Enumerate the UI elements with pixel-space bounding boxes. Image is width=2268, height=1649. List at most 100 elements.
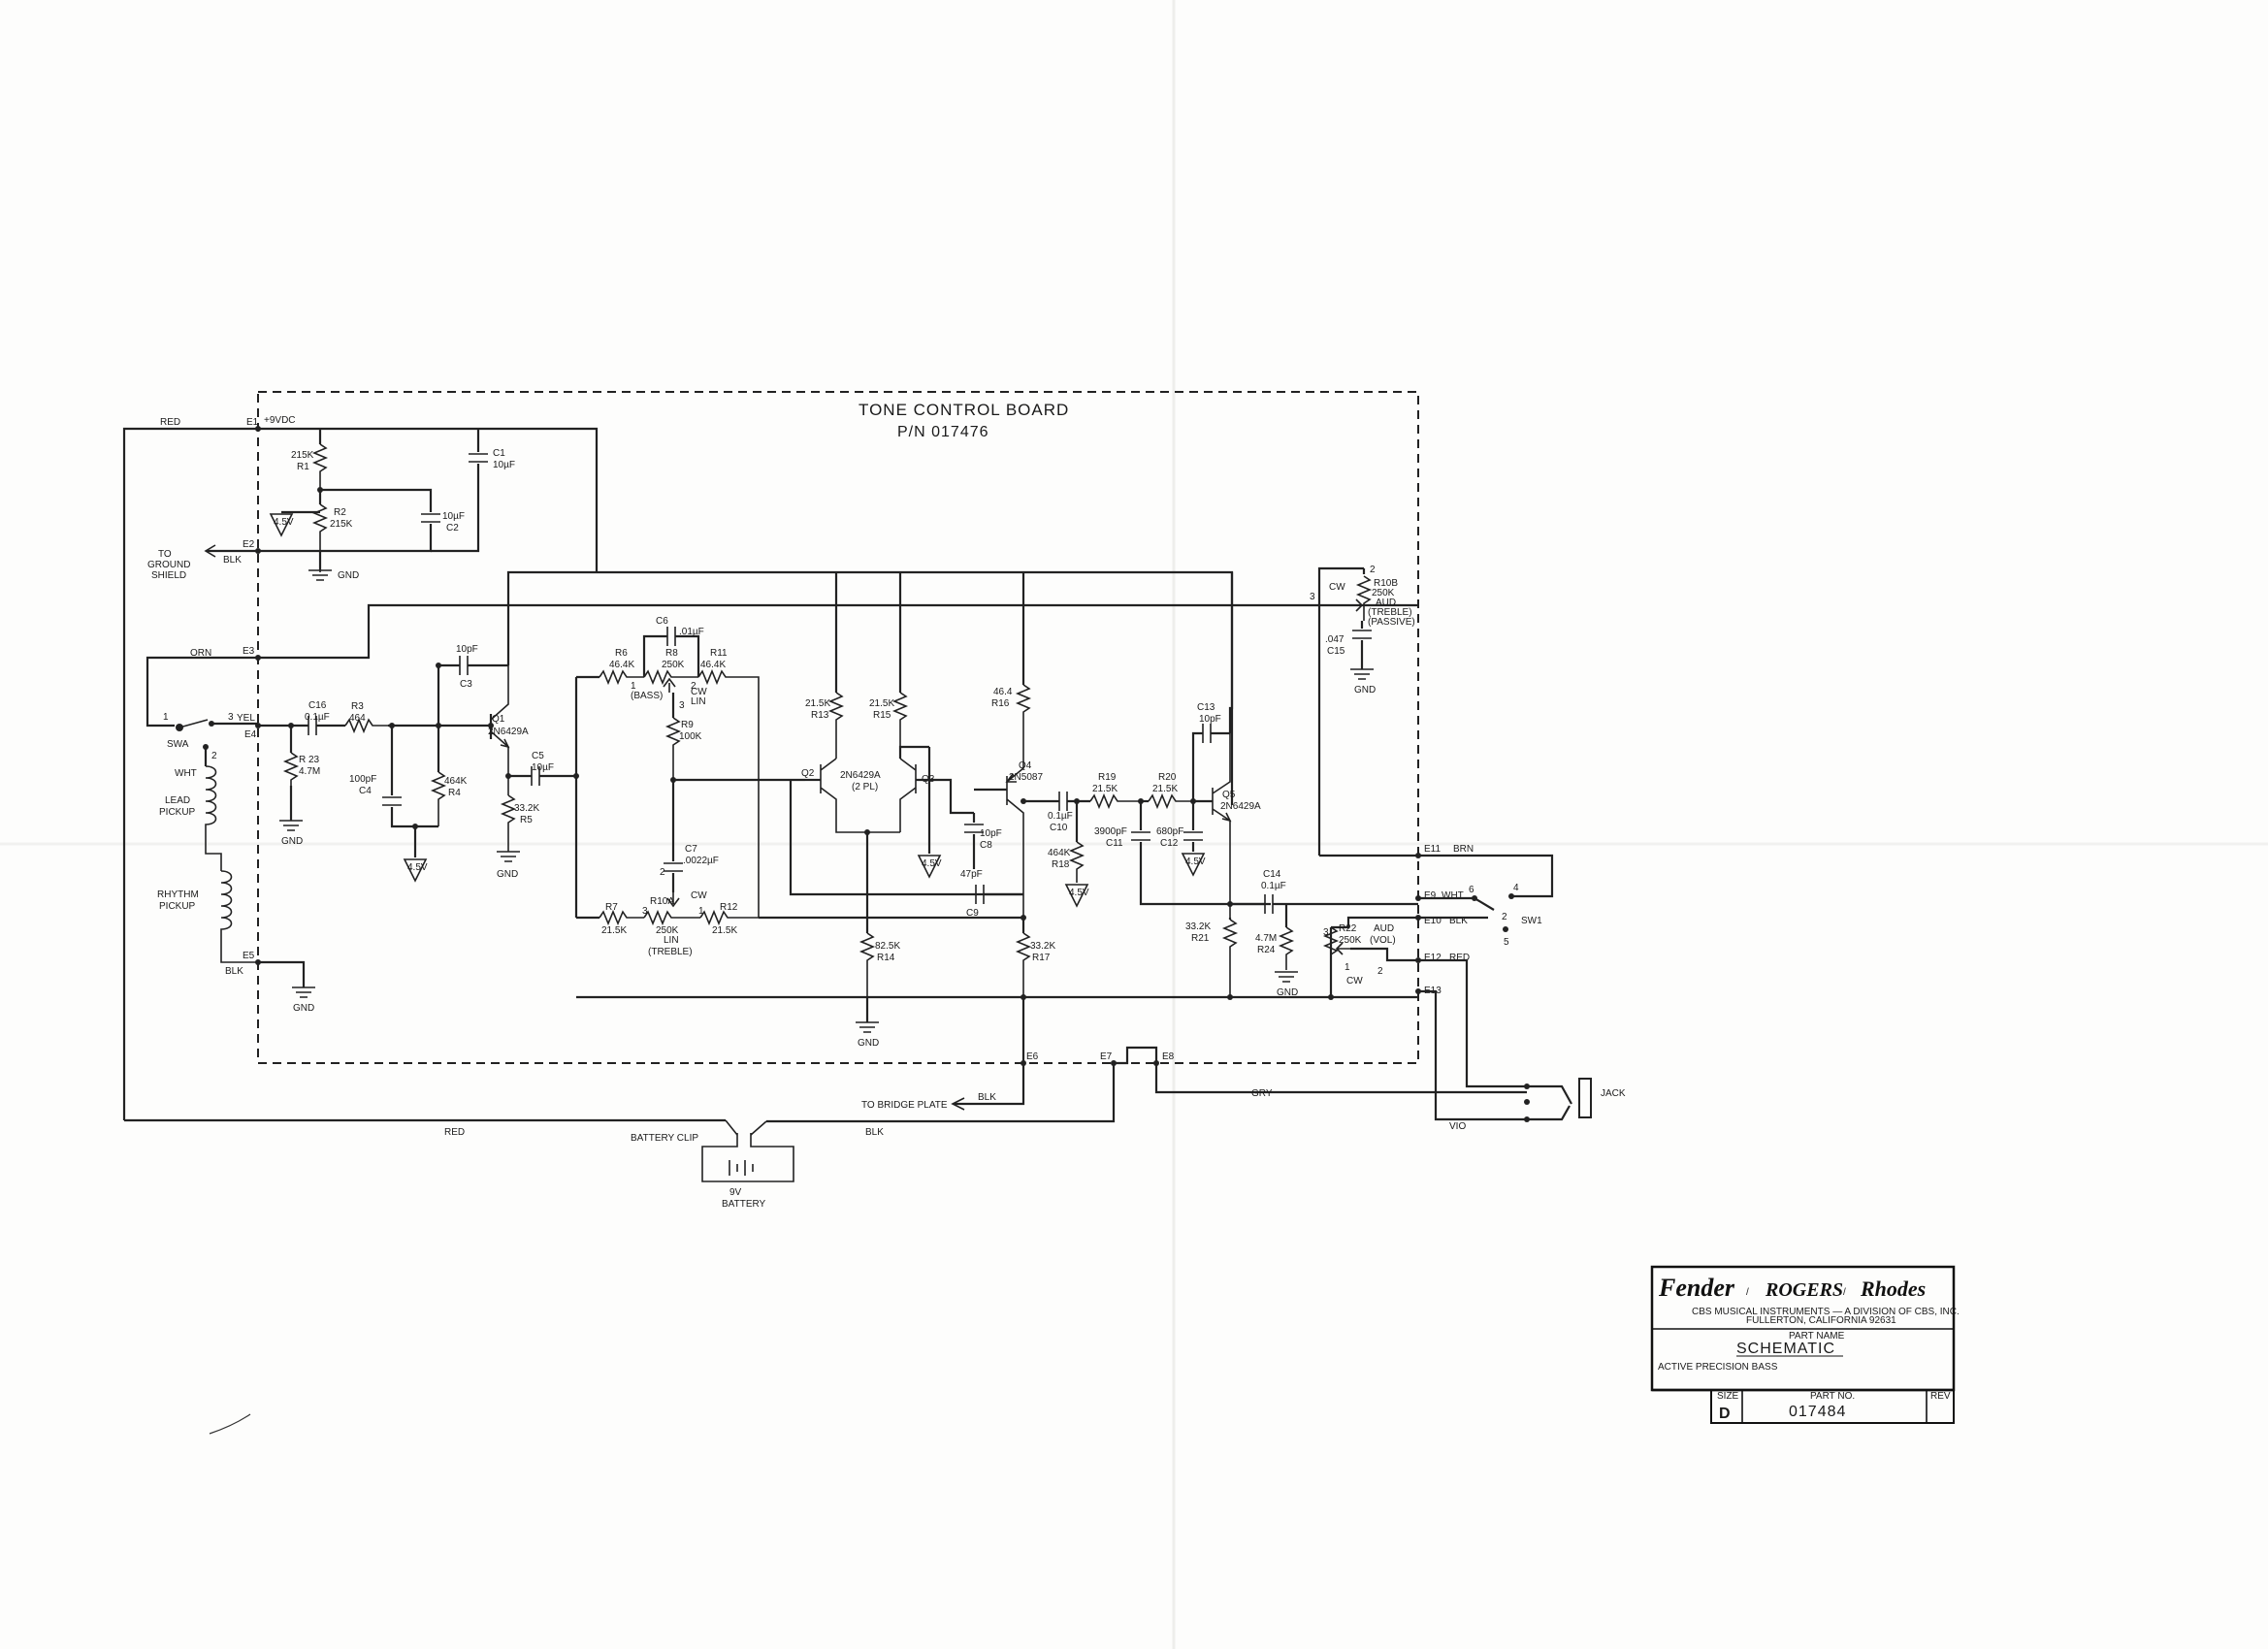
r10b-mode: (PASSIVE) <box>1368 617 1415 628</box>
c3-name: C3 <box>460 679 472 690</box>
rev-label: REV <box>1930 1391 1951 1402</box>
v45-label-2: 4.5V <box>407 862 428 873</box>
lead-pickup-label-2: PICKUP <box>159 807 196 818</box>
q5-name: Q5 <box>1222 790 1236 800</box>
gnd-label-5: GND <box>858 1038 879 1049</box>
wire-label-brn: BRN <box>1453 844 1474 855</box>
c7-name: C7 <box>685 844 697 855</box>
drawing-size: D <box>1719 1406 1732 1422</box>
r19-name: R19 <box>1098 772 1117 783</box>
c10-name: C10 <box>1050 823 1068 833</box>
r1-name: R1 <box>297 462 309 472</box>
r16-name: R16 <box>991 698 1010 709</box>
q5-type: 2N6429A <box>1220 801 1261 812</box>
wire-label-blk-bridge: BLK <box>978 1092 996 1103</box>
r21-name: R21 <box>1191 933 1210 944</box>
title-block: Fender / ROGERS / Rhodes CBS MUSICAL INS… <box>1650 1265 1960 1424</box>
wire-label-gry: GRY <box>1251 1088 1273 1099</box>
jack-label: JACK <box>1601 1088 1626 1099</box>
r24-name: R24 <box>1257 945 1276 955</box>
c6-name: C6 <box>656 616 668 627</box>
q1-type: 2N6429A <box>488 727 529 737</box>
brand-fender: Fender <box>1658 1274 1735 1302</box>
wire-label-blk-bottom: BLK <box>865 1127 884 1138</box>
ground-shield-label-2: GROUND <box>147 560 190 570</box>
c9-name: C9 <box>966 908 979 919</box>
gnd-label-4: GND <box>497 869 518 880</box>
bass-label: (BASS) <box>631 691 663 701</box>
c11-name: C11 <box>1106 838 1123 849</box>
terminal-e2: E2 <box>243 539 255 550</box>
terminal-e3: E3 <box>243 646 255 657</box>
r22-pin-1: 1 <box>1345 962 1350 973</box>
gnd-label-6: GND <box>1277 987 1298 998</box>
r16-value: 46.4 <box>993 687 1013 697</box>
q2-name: Q2 <box>801 768 815 779</box>
v45-label-1: 4.5V <box>274 517 294 528</box>
c8-name: C8 <box>980 840 992 851</box>
r2-name: R2 <box>334 507 346 518</box>
r17-value: 33.2K <box>1030 941 1055 952</box>
r19-value: 21.5K <box>1092 784 1118 794</box>
lead-pickup-label-1: LEAD <box>165 795 190 806</box>
part-no-label: PART NO. <box>1810 1391 1855 1402</box>
wire-label-red-bottom: RED <box>444 1127 465 1138</box>
wire-label-wht-e9: WHT <box>1442 890 1464 901</box>
terminal-e4: E4 <box>244 729 257 740</box>
c15-value: .047 <box>1325 634 1345 645</box>
r15-name: R15 <box>873 710 891 721</box>
cw-label-4: CW <box>1329 582 1345 593</box>
sw1-pin-6: 6 <box>1469 885 1474 895</box>
ground-shield-label-1: TO <box>158 549 172 560</box>
company-line: CBS MUSICAL INSTRUMENTS — A DIVISION OF … <box>1692 1307 1960 1317</box>
r14-name: R14 <box>877 953 895 963</box>
c14-value: 0.1µF <box>1261 881 1286 891</box>
swa-label: SWA <box>167 739 189 750</box>
q5-output-stage: R19 21.5K R20 21.5K 3900pF C11 680pF C12… <box>576 572 1418 1000</box>
terminal-e1: E1 <box>246 417 259 428</box>
volume-and-switch-section: 3 1 2 R22 250K AUD (VOL) CW E11 BRN E9 W… <box>1310 565 1554 997</box>
tone-control-board-outline <box>257 391 1419 1064</box>
sw1-pin-4: 4 <box>1513 883 1519 893</box>
cw-label-3: CW <box>1346 976 1363 986</box>
c1-value: 10µF <box>493 460 515 470</box>
brand-divider-1: / <box>1746 1287 1749 1298</box>
wire-label-red-e12: RED <box>1449 953 1470 963</box>
sw1-pin-half: 2 <box>1502 912 1507 922</box>
c16-value: 0.1µF <box>305 712 330 723</box>
r7-name: R7 <box>605 902 618 913</box>
c12-name: C12 <box>1160 838 1179 849</box>
r10a-value: 250K <box>656 925 679 936</box>
wire-label-vio: VIO <box>1449 1121 1466 1132</box>
r10a-pin-3: 3 <box>642 906 648 917</box>
board-part-number: P/N 017476 <box>897 424 989 440</box>
supply-voltage-label: +9VDC <box>264 415 296 426</box>
c5-name: C5 <box>532 751 544 761</box>
c16-name: C16 <box>308 700 327 711</box>
cw-label-1: CW <box>691 687 707 697</box>
c13-value: 10pF <box>1199 714 1221 725</box>
c6-value: .01µF <box>679 627 704 637</box>
battery-voltage: 9V <box>729 1187 742 1198</box>
terminal-e8: E8 <box>1162 1051 1175 1062</box>
rhythm-pickup-label-1: RHYTHM <box>157 889 199 900</box>
c11-value: 3900pF <box>1094 826 1127 837</box>
r5-name: R5 <box>520 815 533 825</box>
r12-name: R12 <box>720 902 738 913</box>
r8-pin-1: 2 <box>691 681 697 692</box>
part-name: SCHEMATIC <box>1736 1341 1835 1357</box>
bridge-plate-label: TO BRIDGE PLATE <box>861 1100 948 1111</box>
r22-pin-3: 3 <box>1323 927 1329 938</box>
r8-value: 250K <box>662 660 685 670</box>
r24-value: 4.7M <box>1255 933 1277 944</box>
q4-name: Q4 <box>1019 760 1032 771</box>
r23-value: 4.7M <box>299 766 320 777</box>
swa-pin-3: 3 <box>228 712 234 723</box>
c14-name: C14 <box>1263 869 1281 880</box>
r8-pin-2: 3 <box>679 700 685 711</box>
r11-value: 46.4K <box>700 660 726 670</box>
q4-type: 2N5087 <box>1009 772 1043 783</box>
terminal-e11: E11 <box>1424 844 1441 855</box>
r10b-taper: AUD <box>1376 598 1396 608</box>
c1-name: C1 <box>493 448 505 459</box>
